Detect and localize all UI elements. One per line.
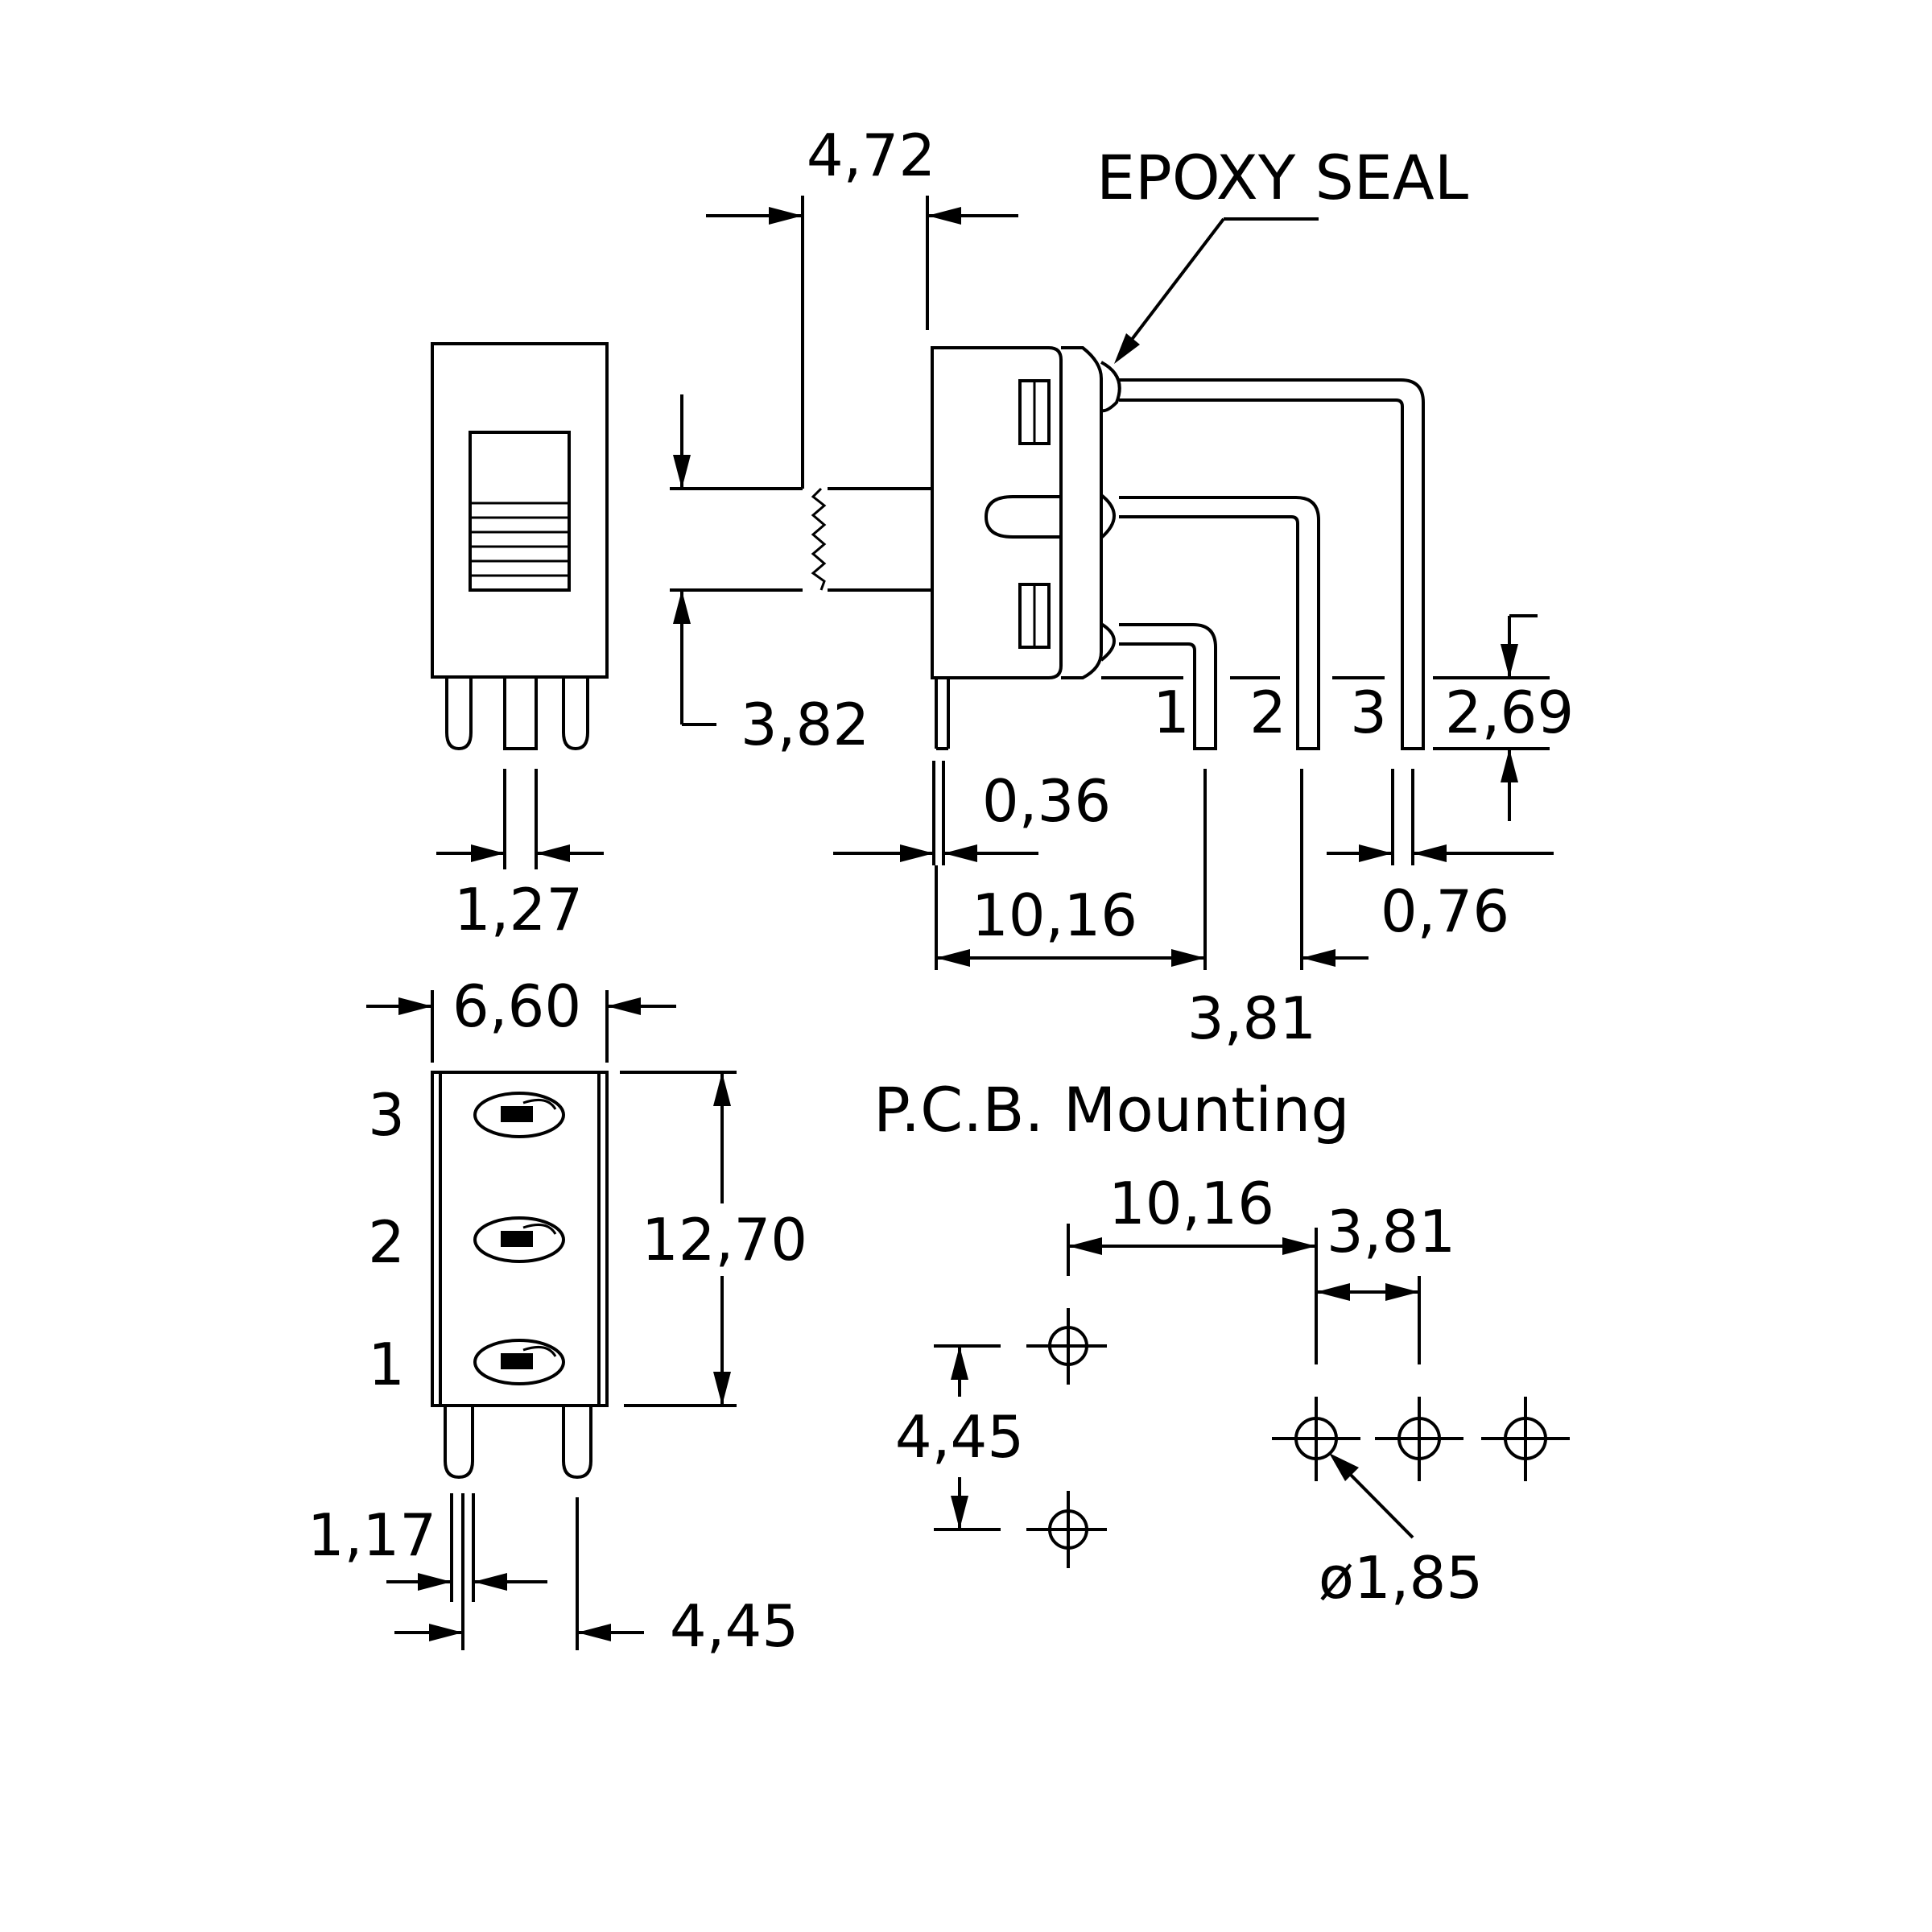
dim-3-81-side-label: 3,81 [1187, 985, 1316, 1052]
pcb-hole-mount-top [1026, 1308, 1107, 1385]
dim-4-45-pcb-label: 4,45 [895, 1403, 1024, 1471]
dim-3-81-pcb-label: 3,81 [1327, 1198, 1455, 1265]
dim-3-82-label: 3,82 [741, 691, 869, 758]
pcb-hole-mount-bottom [1026, 1491, 1107, 1568]
pcb-hole-pin-2 [1375, 1397, 1463, 1481]
epoxy-seal-label: EPOXY SEAL [1096, 142, 1468, 213]
pcb-hole-pattern [934, 1224, 1570, 1568]
dim-0-76-label: 0,76 [1381, 877, 1509, 945]
side-view [670, 196, 1554, 970]
pcb-hole-pin-1 [1272, 1397, 1360, 1481]
top-pin-3-label: 3 [368, 1081, 405, 1149]
side-pin-2-label: 2 [1249, 679, 1286, 746]
dim-1-27-label: 1,27 [454, 876, 583, 943]
contact-2 [473, 1216, 565, 1263]
dim-0-36-label: 0,36 [982, 767, 1111, 835]
top-view [366, 990, 737, 1650]
dim-12-70-label: 12,70 [642, 1206, 807, 1274]
side-pin-3-label: 3 [1350, 679, 1387, 746]
dim-6-60-label: 6,60 [452, 972, 581, 1040]
dim-10-16-side-label: 10,16 [972, 881, 1137, 949]
dim-1-17-label: 1,17 [308, 1501, 436, 1569]
dim-10-16-pcb-label: 10,16 [1108, 1170, 1274, 1237]
dim-2-69-label: 2,69 [1445, 679, 1574, 746]
front-view [431, 342, 609, 869]
contact-1 [473, 1339, 565, 1385]
dim-hole-diameter-label: ø1,85 [1319, 1544, 1483, 1612]
top-pin-1-label: 1 [368, 1331, 405, 1398]
pcb-mounting-title: P.C.B. Mounting [873, 1074, 1350, 1146]
side-pin-1-label: 1 [1153, 679, 1190, 746]
pcb-hole-pin-3 [1481, 1397, 1570, 1481]
contact-3 [473, 1092, 565, 1138]
dim-4-45-bottom-label: 4,45 [670, 1592, 799, 1660]
dim-4-72-label: 4,72 [807, 122, 935, 189]
top-pin-2-label: 2 [368, 1208, 405, 1276]
